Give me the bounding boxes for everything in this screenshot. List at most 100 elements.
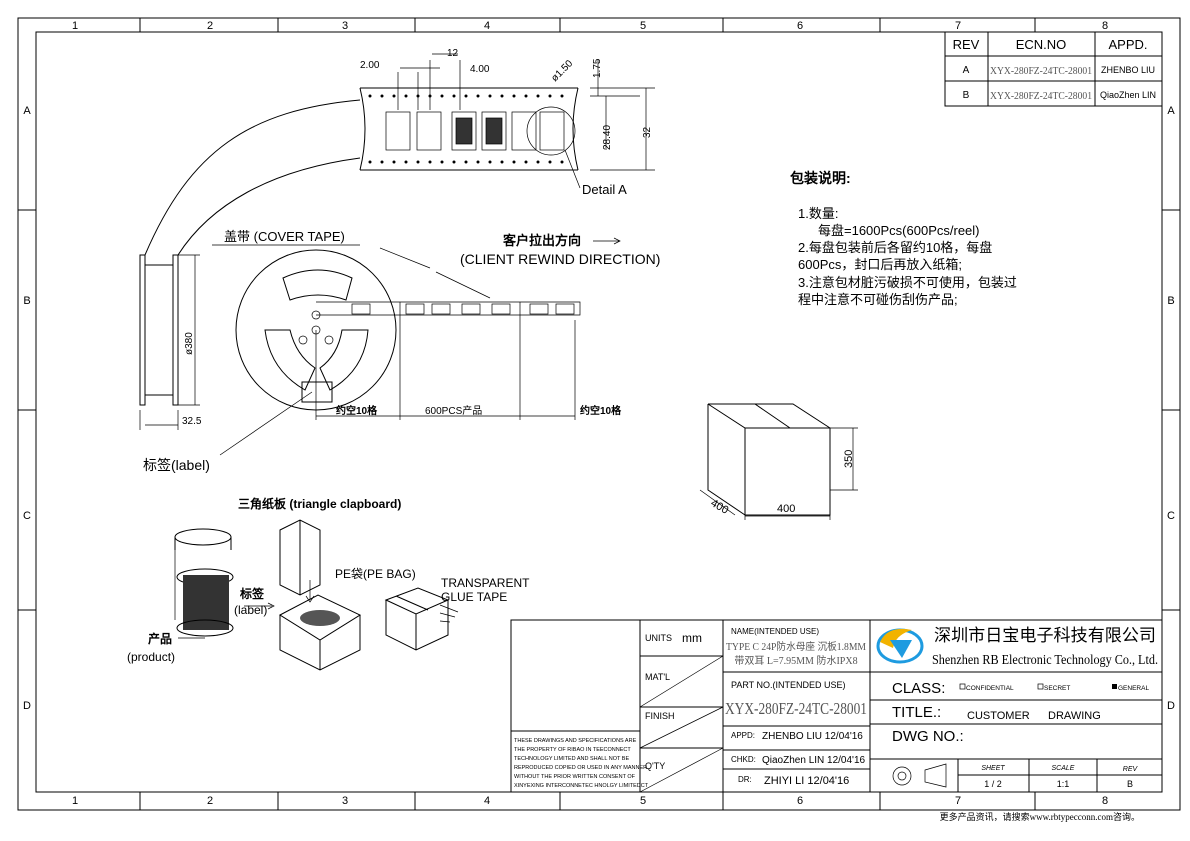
dr-value: ZHIYI LI 12/04'16 bbox=[764, 775, 849, 787]
appd-cell: ZHENBO LIU bbox=[1101, 65, 1155, 75]
product-en: (product) bbox=[127, 650, 175, 664]
appd-cell: QiaoZhen LIN bbox=[1100, 90, 1156, 100]
footer-note: 更多产品资讯，请搜索www.rbtypecconn.com咨询。 bbox=[940, 811, 1140, 822]
reel-width: 32.5 bbox=[182, 416, 202, 427]
row-label: A bbox=[23, 105, 31, 117]
col-label: 4 bbox=[484, 20, 490, 32]
note-line: 1.数量: bbox=[798, 206, 838, 221]
ecn-cell: XYX-280FZ-24TC-28001 bbox=[990, 65, 1092, 77]
ecn-header: ECN.NO bbox=[1016, 37, 1067, 52]
reel-label-box bbox=[301, 381, 333, 403]
zone-dividers bbox=[18, 18, 1180, 810]
company-logo bbox=[876, 628, 924, 664]
disclaimer-line: WITHOUT THE PRIOR WRITTEN CONSENT OF bbox=[514, 774, 636, 780]
disclaimer-line: XINYEXING INTERCONNETEC HNOLGY LIMITEDCT bbox=[514, 783, 649, 789]
title-block: THESE DRAWINGS AND SPECIFICATIONS ARE TH… bbox=[510, 619, 1163, 793]
company-name-cn: 深圳市日宝电子科技有限公司 bbox=[934, 626, 1156, 645]
pe-bag-label: PE袋(PE BAG) bbox=[335, 567, 416, 581]
finish-label: FINISH bbox=[645, 711, 675, 721]
row-label: B bbox=[23, 295, 30, 307]
packing-notes: 包装说明: 1.数量: 每盘=1600Pcs(600Pcs/reel) 2.每盘… bbox=[790, 170, 1017, 307]
zone-labels: 1 2 3 4 5 6 7 8 1 2 3 4 5 6 7 8 A B C D … bbox=[23, 20, 1175, 807]
col-label: 5 bbox=[640, 795, 646, 807]
col-label: 8 bbox=[1102, 20, 1108, 32]
packing-process: 三角纸板 (triangle clapboard) PE袋(PE BAG) TR… bbox=[127, 496, 530, 671]
reel-diameter: ø380 bbox=[184, 332, 195, 355]
glue-tape-label-1: TRANSPARENT bbox=[441, 576, 530, 590]
row-label: B bbox=[1167, 295, 1174, 307]
chkd-value: QiaoZhen LIN 12/04'16 bbox=[762, 755, 866, 766]
detail-label: Detail A bbox=[582, 182, 627, 197]
company-name-en: Shenzhen RB Electronic Technology Co., L… bbox=[932, 653, 1158, 668]
projection-circle-icon bbox=[892, 766, 912, 786]
class-option-general: GENERAL bbox=[1118, 685, 1149, 692]
note-line: 2.每盘包装前后各留约10格，每盘 bbox=[798, 240, 992, 255]
col-label: 5 bbox=[640, 20, 646, 32]
col-label: 4 bbox=[484, 795, 490, 807]
carton-depth: 400 bbox=[709, 497, 731, 517]
units-label: UNITS bbox=[645, 633, 672, 643]
rev-cell: B bbox=[963, 90, 970, 101]
label-callout: 标签(label) bbox=[143, 457, 210, 473]
rev-value: B bbox=[1127, 779, 1133, 789]
title-value-2: DRAWING bbox=[1048, 710, 1101, 722]
col-label: 1 bbox=[72, 20, 78, 32]
class-option-secret: SECRET bbox=[1044, 685, 1070, 692]
col-label: 2 bbox=[207, 20, 213, 32]
triangle-label: 三角纸板 (triangle clapboard) bbox=[238, 496, 401, 511]
col-label: 1 bbox=[72, 795, 78, 807]
appd-header: APPD. bbox=[1108, 37, 1147, 52]
label-cn: 标签 bbox=[239, 586, 265, 601]
detail-circle bbox=[526, 106, 576, 156]
matl-label: MAT'L bbox=[645, 672, 670, 682]
disclaimer-line: TECHNOLOGY LIMITED AND SHALL NOT BE bbox=[514, 756, 629, 762]
part-number: XYX-280FZ-24TC-28001 bbox=[725, 699, 867, 718]
checkbox-secret bbox=[1037, 683, 1044, 690]
col-label: 6 bbox=[797, 20, 803, 32]
row-label: D bbox=[1167, 700, 1175, 712]
projection-cone-icon bbox=[924, 763, 947, 788]
carton-box: 350 400 400 bbox=[699, 403, 858, 520]
rev-label: REV bbox=[1123, 766, 1139, 773]
outer-frame bbox=[17, 17, 1181, 811]
rev-cell: A bbox=[963, 65, 970, 76]
qty-label: Q'TY bbox=[645, 761, 665, 771]
direction-cn: 客户拉出方向 bbox=[503, 233, 581, 248]
product-cn: 产品 bbox=[148, 631, 172, 646]
dim-width-12: 12 bbox=[447, 48, 459, 59]
class-label: CLASS: bbox=[892, 680, 945, 697]
sprocket-holes bbox=[368, 94, 564, 164]
carrier-tape-view: Detail A 2.00 12 4.00 ø1.50 1.75 28.40 3… bbox=[144, 48, 655, 256]
col-label: 6 bbox=[797, 795, 803, 807]
cover-tape-label: 盖带 (COVER TAPE) bbox=[224, 229, 345, 244]
disclaimer-line: REPRODUCED COPIED OR USED IN ANY MANNER bbox=[514, 765, 647, 771]
scale-label: SCALE bbox=[1052, 765, 1075, 772]
disclaimer-line: THE PROPERTY OF RIBAO IN TEECONNECT bbox=[514, 747, 631, 753]
dim-28-40: 28.40 bbox=[602, 125, 613, 150]
dim-1-75: 1.75 bbox=[592, 58, 603, 78]
label-en: (label) bbox=[234, 603, 267, 617]
name-line-2: 带双耳 L=7.95MM 防水IPX8 bbox=[734, 654, 857, 667]
dim-pitch-4: 4.00 bbox=[470, 64, 490, 75]
scale-value: 1:1 bbox=[1057, 779, 1070, 789]
notes-title: 包装说明: bbox=[790, 170, 851, 186]
note-line: 600Pcs，封口后再放入纸箱; bbox=[798, 257, 962, 272]
reel-front-view: 约空10格 600PCS产品 约空10格 盖带 (COVER TAPE) 客户拉… bbox=[143, 229, 660, 473]
reel-side-view: ø380 32.5 bbox=[139, 254, 202, 430]
dr-label: DR: bbox=[738, 775, 752, 784]
direction-en: (CLIENT REWIND DIRECTION) bbox=[460, 251, 660, 267]
carton-height: 350 bbox=[843, 450, 855, 468]
title-value-1: CUSTOMER bbox=[967, 710, 1030, 722]
rev-header: REV bbox=[953, 37, 980, 52]
row-label: C bbox=[1167, 510, 1175, 522]
part-label: PART NO.(INTENDED USE) bbox=[731, 680, 846, 690]
ecn-cell: XYX-280FZ-24TC-28001 bbox=[990, 90, 1092, 102]
name-line-1: TYPE C 24P防水母座 沉板1.8MM bbox=[726, 640, 866, 653]
col-label: 8 bbox=[1102, 795, 1108, 807]
chkd-label: CHKD: bbox=[731, 755, 756, 764]
row-label: C bbox=[23, 510, 31, 522]
class-option-confidential: CONFIDENTIAL bbox=[966, 685, 1014, 692]
disclaimer-line: THESE DRAWINGS AND SPECIFICATIONS ARE bbox=[514, 738, 637, 744]
checkbox-general-checked bbox=[1112, 684, 1117, 689]
